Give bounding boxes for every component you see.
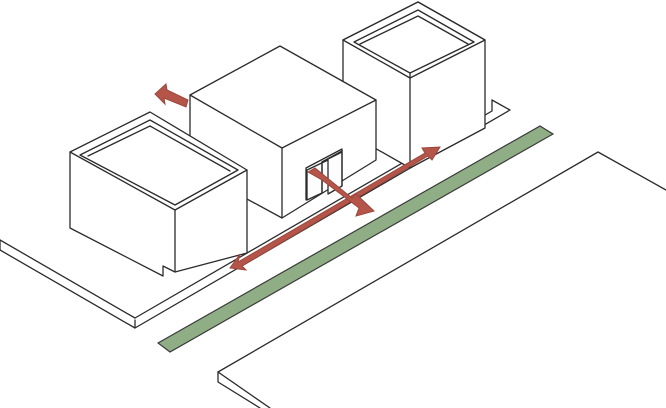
street-arrow bbox=[229, 146, 441, 271]
passage-arrow bbox=[306, 167, 375, 217]
ground-plot-outline bbox=[0, 99, 511, 329]
movement-arrows bbox=[154, 83, 441, 271]
left-building bbox=[69, 111, 248, 277]
green-strip bbox=[156, 125, 555, 353]
arrow-to-back bbox=[154, 83, 189, 108]
right-building bbox=[342, 1, 486, 169]
adjacent-plot-outline bbox=[217, 151, 666, 408]
